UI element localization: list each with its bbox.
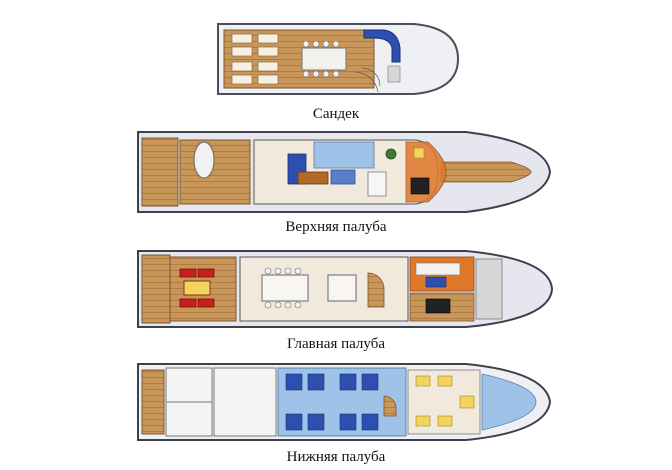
main-dining-chairs xyxy=(264,267,302,309)
upper-blue-table xyxy=(330,169,356,185)
main-forward-cabin xyxy=(475,258,503,320)
sundeck-plan xyxy=(214,18,462,100)
main-red-seating xyxy=(179,268,215,308)
main-deck-drawing xyxy=(137,250,554,328)
lower-bow-compartment xyxy=(481,373,537,431)
main-sideboard xyxy=(327,274,357,302)
lower-crew-bunks xyxy=(415,375,475,427)
sundeck-bar xyxy=(387,65,401,83)
tender-boat xyxy=(193,141,215,179)
upper-cockpit-teak xyxy=(179,139,251,205)
lower-engine-room xyxy=(165,401,213,437)
deck-label-upper: Верхняя палуба xyxy=(285,219,387,235)
sunbed-group xyxy=(231,33,279,85)
upper-helm-console xyxy=(410,177,430,195)
sundeck-drawing xyxy=(217,23,460,95)
upper-desk xyxy=(297,171,329,185)
lower-beds xyxy=(285,373,379,431)
sundeck-stairs xyxy=(353,67,381,93)
upper-deck-drawing xyxy=(137,131,552,213)
upper-yellow-chair xyxy=(413,147,425,159)
upper-green-plant xyxy=(385,148,397,160)
upper-deck-plan xyxy=(136,128,556,218)
deck-label-main: Главная палуба xyxy=(287,336,385,352)
sundeck-chairs xyxy=(302,40,340,78)
upper-stairs xyxy=(367,171,387,197)
main-galley-blue xyxy=(425,276,447,288)
deck-label-sundeck: Сандек xyxy=(312,106,360,122)
main-aft-teak xyxy=(141,254,171,324)
lower-swim-platform xyxy=(141,369,165,435)
lower-deck-plan xyxy=(136,360,556,444)
deck-label-lower: Нижняя палуба xyxy=(286,449,386,465)
main-office-desk xyxy=(425,298,451,314)
upper-blue-area xyxy=(313,141,375,169)
sundeck-blue-sofa xyxy=(363,29,401,63)
lower-utility xyxy=(213,367,277,437)
main-deck-plan xyxy=(136,247,556,331)
lower-tender-garage xyxy=(165,367,213,403)
upper-aft-teak xyxy=(141,137,179,207)
upper-bow-teak xyxy=(440,161,532,183)
sundeck-table xyxy=(301,47,347,71)
lower-deck-drawing xyxy=(137,363,552,441)
main-stairs xyxy=(367,272,385,308)
main-dining-table xyxy=(261,274,309,302)
main-galley-counter xyxy=(415,262,461,276)
lower-stairs xyxy=(383,395,397,417)
